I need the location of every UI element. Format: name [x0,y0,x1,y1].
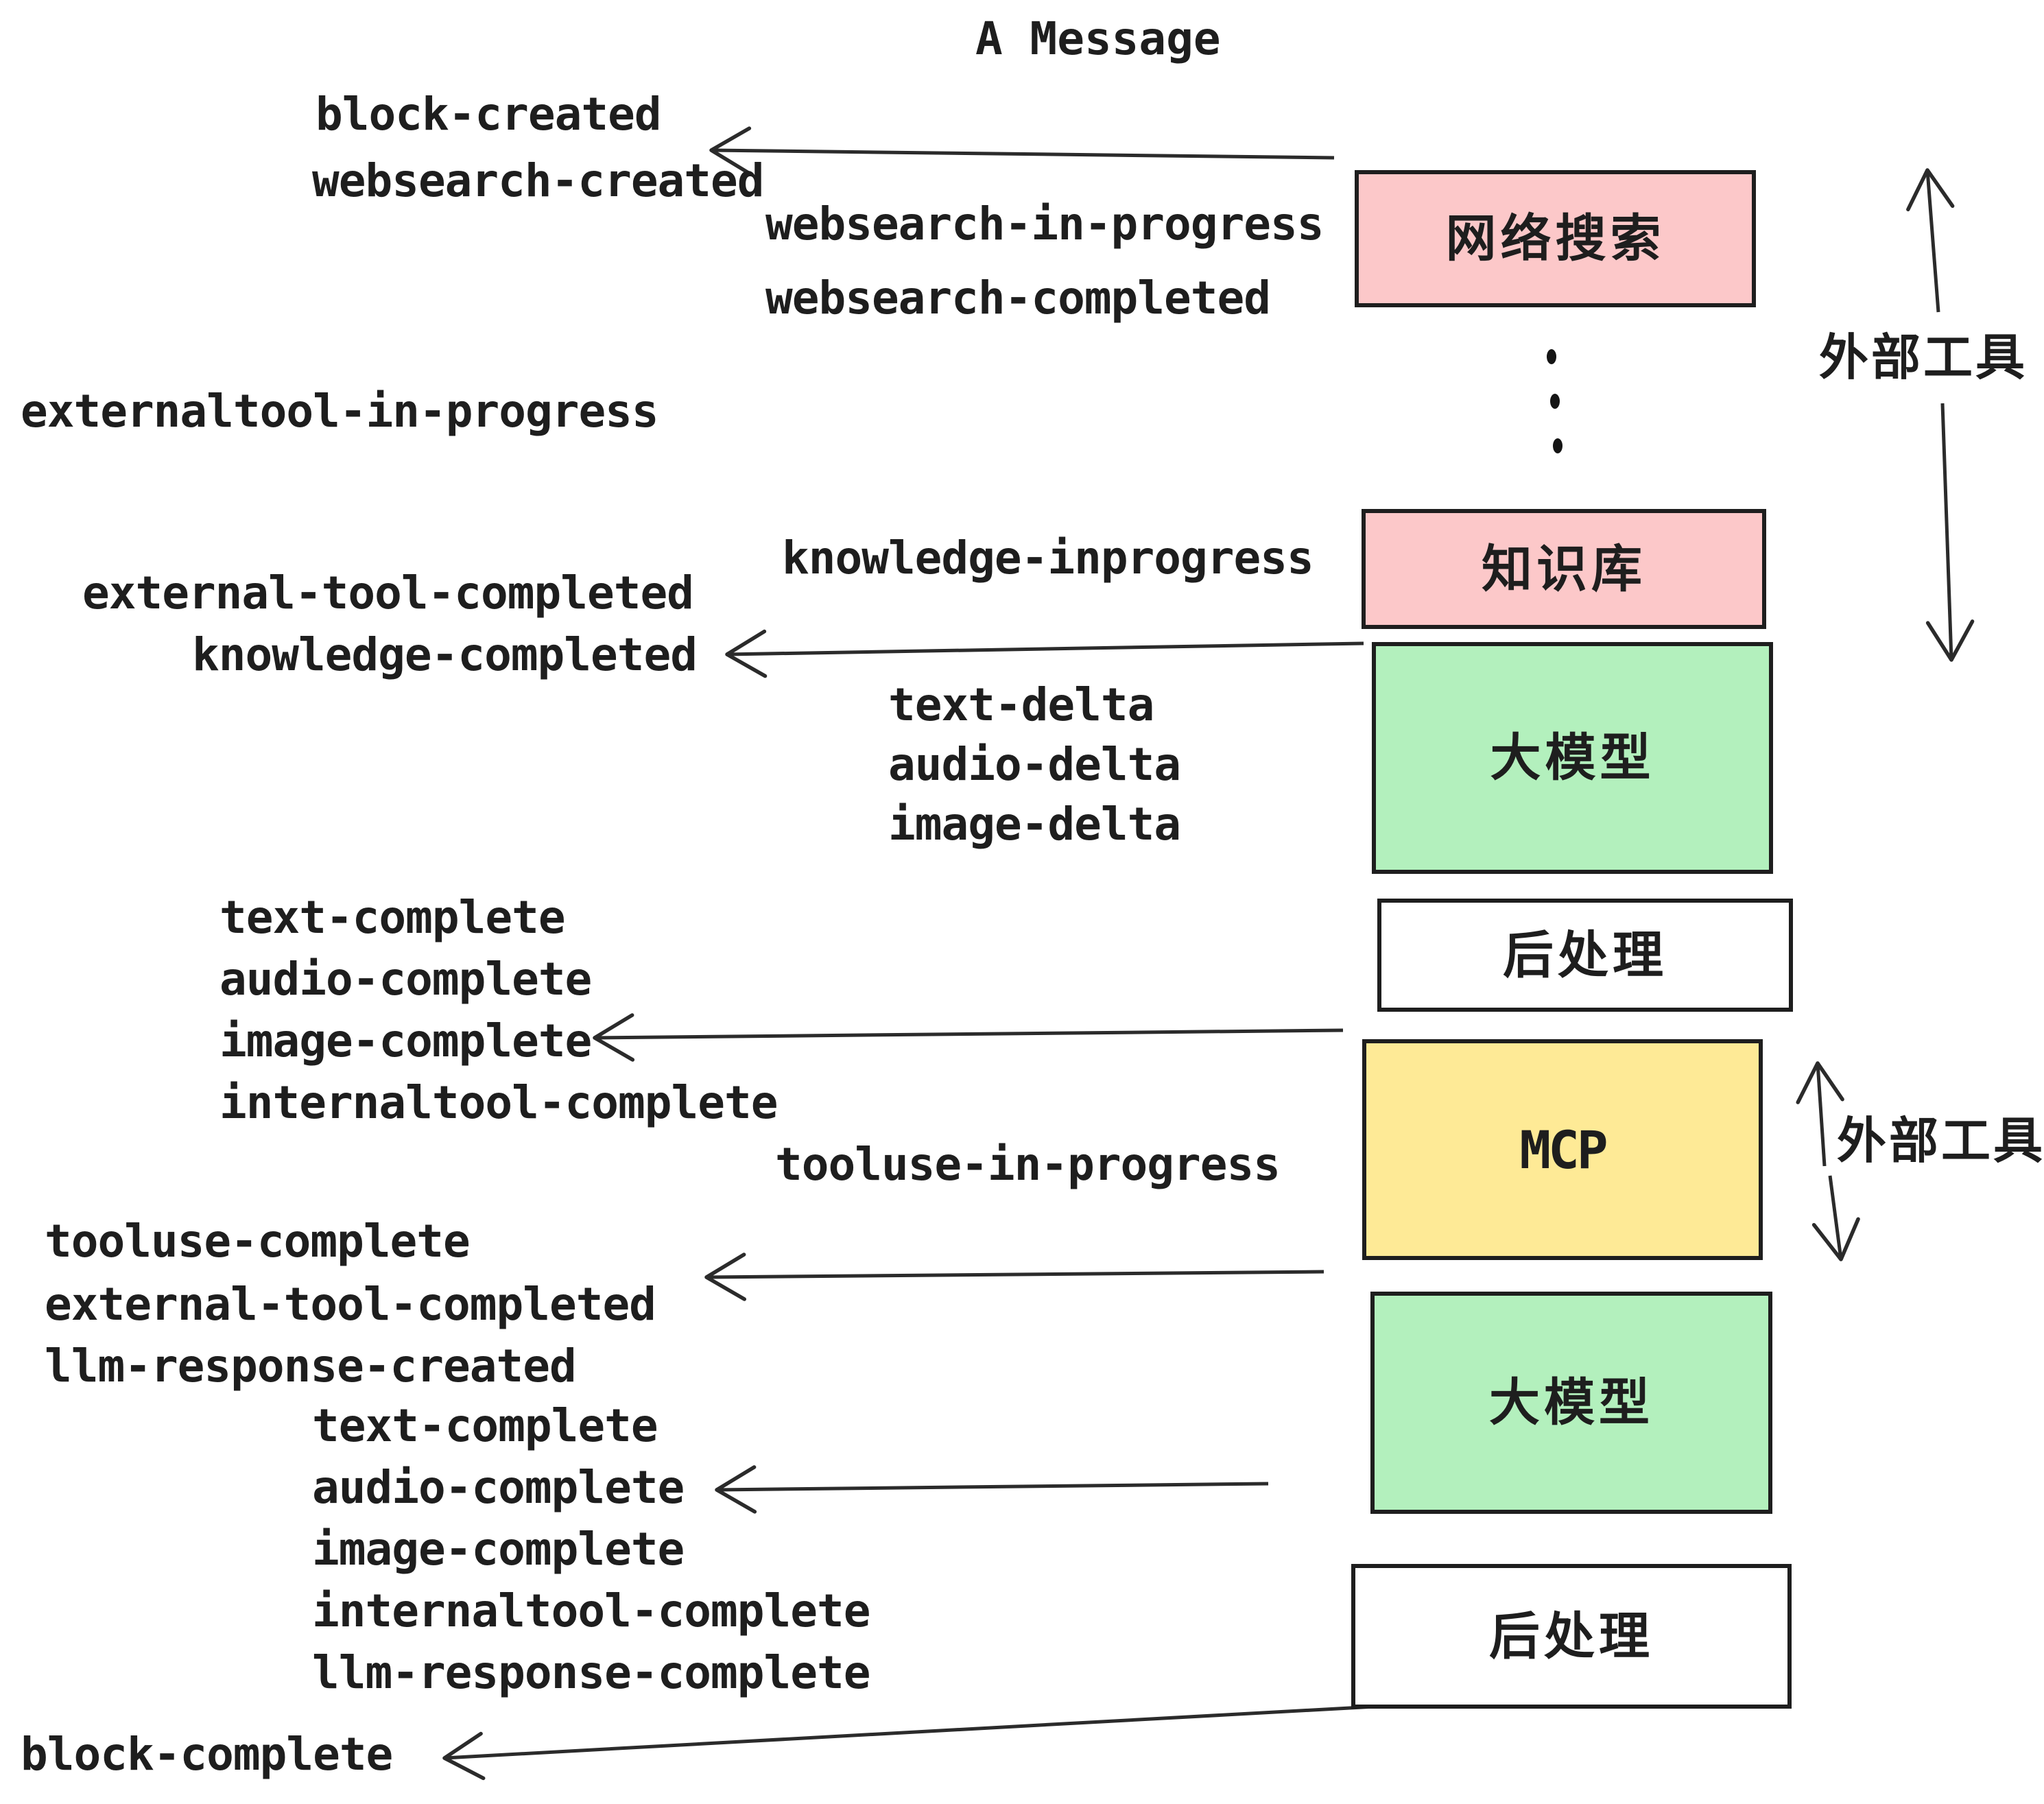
arrow-post1-to-complete-list [593,1013,1344,1062]
box-mcp-label: MCP [1519,1119,1608,1180]
external-tool-label-top: 外部工具 [1819,331,2028,385]
box-llm-1: 大模型 [1372,642,1773,874]
box-knowledge: 知识库 [1362,509,1766,629]
arrow-post2-to-block-complete [442,1704,1388,1781]
diagram-title: A Message [975,12,1221,65]
box-postprocess-1: 后处理 [1377,899,1793,1012]
event-text-delta-1: text-delta [888,678,1154,731]
event-tooluse-complete: tooluse-complete [45,1215,471,1268]
event-llm-response-created: llm-response-created [45,1340,577,1392]
event-block-complete: block-complete [21,1728,393,1781]
event-audio-complete-1: audio-complete [219,953,592,1006]
event-audio-complete-2: audio-complete [312,1461,685,1514]
event-websearch-in-progress: websearch-in-progress [765,198,1324,250]
box-llm-1-label: 大模型 [1490,729,1655,786]
event-image-complete-1: image-complete [219,1014,592,1067]
external-tool-up-arrow-1 [1906,168,1955,313]
event-block-created: block-created [316,88,662,141]
event-knowledge-completed: knowledge-completed [192,628,698,681]
arrow-knowledge-to-completed [725,629,1364,678]
event-image-complete-2: image-complete [312,1523,685,1576]
arrow-mcp-to-tooluse-complete [704,1253,1324,1301]
external-tool-up-arrow-2 [1796,1061,1844,1167]
box-postprocess-1-label: 后处理 [1503,926,1667,984]
event-internaltool-complete-1: internaltool-complete [219,1076,778,1129]
external-tool-down-arrow-1 [1925,403,1975,662]
box-knowledge-label: 知识库 [1482,540,1646,597]
event-external-tool-completed-2: external-tool-completed [45,1278,656,1331]
arrow-llm2-to-complete-list [715,1465,1269,1514]
event-externaltool-in-progress: externaltool-in-progress [21,385,659,438]
event-external-tool-completed: external-tool-completed [82,567,694,619]
box-llm-2-label: 大模型 [1489,1374,1654,1431]
external-tool-label-mcp: 外部工具 [1837,1114,2044,1169]
event-audio-delta-1: audio-delta [888,738,1181,791]
event-text-complete-1: text-complete [219,891,566,944]
event-llm-response-complete: llm-response-complete [312,1646,870,1699]
box-postprocess-2: 后处理 [1351,1564,1792,1709]
event-tooluse-in-progress: tooluse-in-progress [775,1138,1281,1191]
box-postprocess-2-label: 后处理 [1489,1607,1654,1665]
box-websearch: 网络搜索 [1355,170,1756,307]
event-knowledge-inprogress: knowledge-inprogress [782,532,1314,584]
event-text-complete-2: text-complete [312,1399,658,1452]
box-llm-2: 大模型 [1370,1292,1772,1514]
box-mcp: MCP [1362,1039,1763,1260]
event-image-delta-1: image-delta [888,798,1181,851]
box-websearch-label: 网络搜索 [1445,210,1665,267]
event-websearch-created: websearch-created [312,154,765,207]
vertical-ellipsis-dots [1547,349,1562,453]
event-websearch-completed: websearch-completed [765,272,1271,324]
external-tool-down-arrow-2 [1811,1175,1860,1261]
event-internaltool-complete-2: internaltool-complete [312,1585,870,1637]
arrow-websearch-to-created [709,126,1335,175]
